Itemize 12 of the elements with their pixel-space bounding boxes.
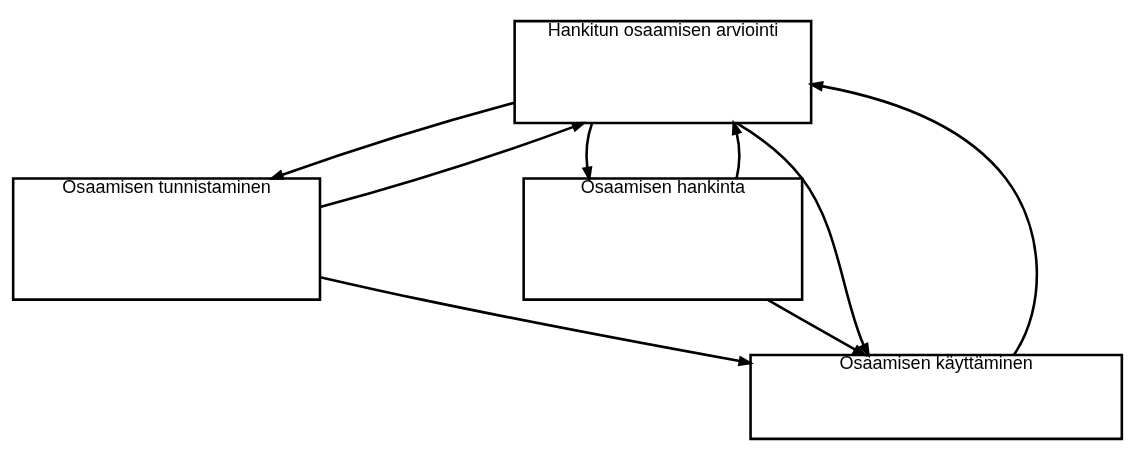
arrow — [319, 275, 754, 366]
arrow — [807, 80, 1038, 355]
arrow — [581, 122, 594, 182]
arrow — [319, 121, 588, 208]
node-box: Hankitun osaamisen arviointi — [513, 19, 813, 124]
node-box: Osaamisen tunnistaminen — [11, 176, 322, 301]
node-box: Osaamisen käyttäminen — [749, 353, 1124, 440]
arrow — [731, 118, 743, 179]
node-box: Osaamisen hankinta — [522, 176, 804, 301]
arrow — [268, 100, 515, 180]
arrow — [766, 298, 868, 357]
arrow — [735, 121, 871, 358]
